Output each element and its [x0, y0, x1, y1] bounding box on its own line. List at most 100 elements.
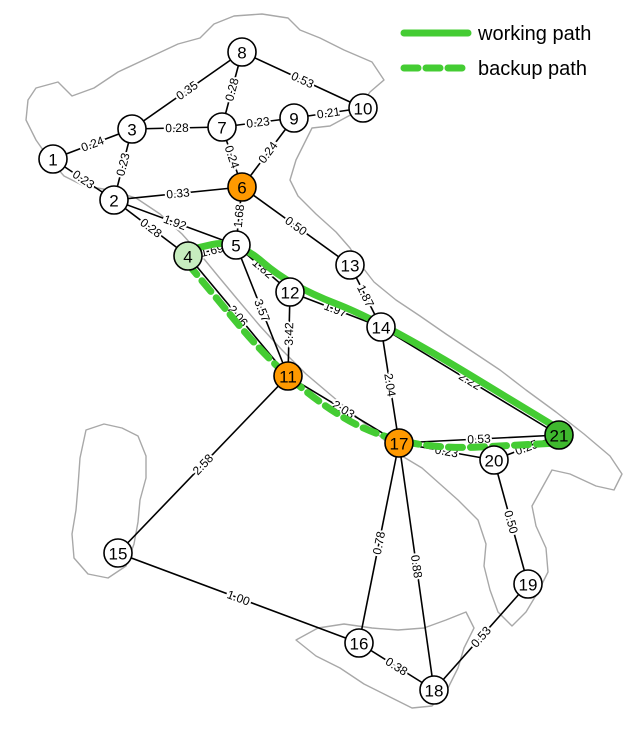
- node-label: 18: [425, 682, 444, 701]
- node-4: 4: [173, 241, 203, 271]
- node-label: 8: [237, 44, 246, 63]
- node-circle: [335, 250, 365, 280]
- node-label: 4: [183, 248, 192, 267]
- edge-11-15: [117, 375, 289, 554]
- node-circle: [384, 428, 414, 458]
- edge-2-4: [113, 199, 189, 257]
- edge-2-5: [113, 199, 237, 246]
- edge-weight-label: 3.42: [282, 322, 297, 346]
- edge-20-19: [493, 459, 529, 585]
- legend: working path backup path: [400, 23, 591, 80]
- node-label: 14: [372, 319, 391, 338]
- node-circle: [275, 277, 305, 307]
- node-circle: [117, 114, 147, 144]
- node-7: 7: [207, 112, 237, 142]
- edge-3-7: [131, 126, 223, 130]
- node-label: 5: [231, 237, 240, 256]
- node-11: 11: [273, 361, 303, 391]
- node-circle: [348, 93, 378, 123]
- node-label: 10: [354, 100, 373, 119]
- node-circle: [279, 103, 309, 133]
- node-circle: [366, 312, 396, 342]
- node-circle: [513, 569, 543, 599]
- edge-18-19: [433, 583, 529, 691]
- edge-weight-label: 0.24: [79, 133, 106, 154]
- working-path: [184, 240, 563, 433]
- node-10: 10: [348, 93, 378, 123]
- node-18: 18: [419, 675, 449, 705]
- edge-weight-label: 0.23: [113, 151, 132, 177]
- edge-weight-label: 1.68: [231, 203, 247, 228]
- node-14: 14: [366, 312, 396, 342]
- edge-5-11: [235, 244, 289, 377]
- backup-path: [184, 260, 563, 451]
- node-circle: [207, 112, 237, 142]
- node-3: 3: [117, 114, 147, 144]
- edge-weight-label: 0.28: [165, 121, 189, 136]
- edge-weight-label: 0.53: [289, 69, 316, 92]
- edge-8-10: [241, 51, 364, 109]
- node-8: 8: [227, 37, 257, 67]
- backup-path-legend-label: backup path: [478, 58, 587, 80]
- edge-15-16: [117, 552, 360, 644]
- node-circle: [103, 538, 133, 568]
- edge-6-13: [241, 186, 351, 266]
- node-17: 17: [384, 428, 414, 458]
- node-5: 5: [221, 230, 251, 260]
- edge-12-14: [289, 291, 382, 328]
- node-label: 9: [289, 110, 298, 129]
- node-19: 19: [513, 569, 543, 599]
- edge-weight-label: 0.23: [70, 167, 97, 192]
- edge-weight-label: 0.78: [370, 530, 388, 556]
- node-label: 6: [237, 179, 246, 198]
- edge-weight-label: 1.00: [225, 587, 252, 608]
- node-16: 16: [344, 628, 374, 658]
- node-circle: [273, 361, 303, 391]
- node-label: 13: [341, 257, 360, 276]
- node-circle: [173, 241, 203, 271]
- node-2: 2: [99, 185, 129, 215]
- node-circle: [227, 37, 257, 67]
- node-15: 15: [103, 538, 133, 568]
- edge-weight-label: 0.24: [255, 139, 280, 166]
- node-label: 12: [281, 284, 300, 303]
- node-circle: [479, 445, 509, 475]
- edge-weight-label: 0.38: [383, 654, 411, 678]
- node-12: 12: [275, 277, 305, 307]
- node-circle: [544, 420, 574, 450]
- node-label: 20: [485, 452, 504, 471]
- node-label: 1: [48, 151, 57, 170]
- edge-weight-label: 0.88: [408, 554, 425, 579]
- edge-weight-label: 0.21: [316, 104, 341, 121]
- node-13: 13: [335, 250, 365, 280]
- node-6: 6: [227, 172, 257, 202]
- edge-weight-label: 1.87: [354, 282, 377, 309]
- node-circle: [227, 172, 257, 202]
- node-label: 21: [550, 427, 569, 446]
- edge-weight-label: 0.33: [166, 185, 191, 201]
- edge-14-17: [380, 326, 400, 444]
- edge-11-17: [287, 375, 400, 444]
- node-label: 15: [109, 545, 128, 564]
- edge-17-18: [398, 442, 435, 691]
- edge-3-8: [131, 51, 243, 130]
- node-20: 20: [479, 445, 509, 475]
- working-path-legend-label: working path: [477, 23, 591, 45]
- node-21: 21: [544, 420, 574, 450]
- edge-weight-label: 0.35: [173, 78, 200, 103]
- node-9: 9: [279, 103, 309, 133]
- node-circle: [419, 675, 449, 705]
- node-label: 3: [127, 121, 136, 140]
- edge-2-6: [113, 186, 243, 201]
- node-circle: [38, 144, 68, 174]
- node-label: 2: [109, 192, 118, 211]
- edge-weight-label: 0.50: [501, 509, 521, 536]
- edge-17-21: [398, 434, 560, 444]
- node-label: 7: [217, 119, 226, 138]
- edge-weight-label: 0.50: [282, 213, 309, 238]
- node-circle: [99, 185, 129, 215]
